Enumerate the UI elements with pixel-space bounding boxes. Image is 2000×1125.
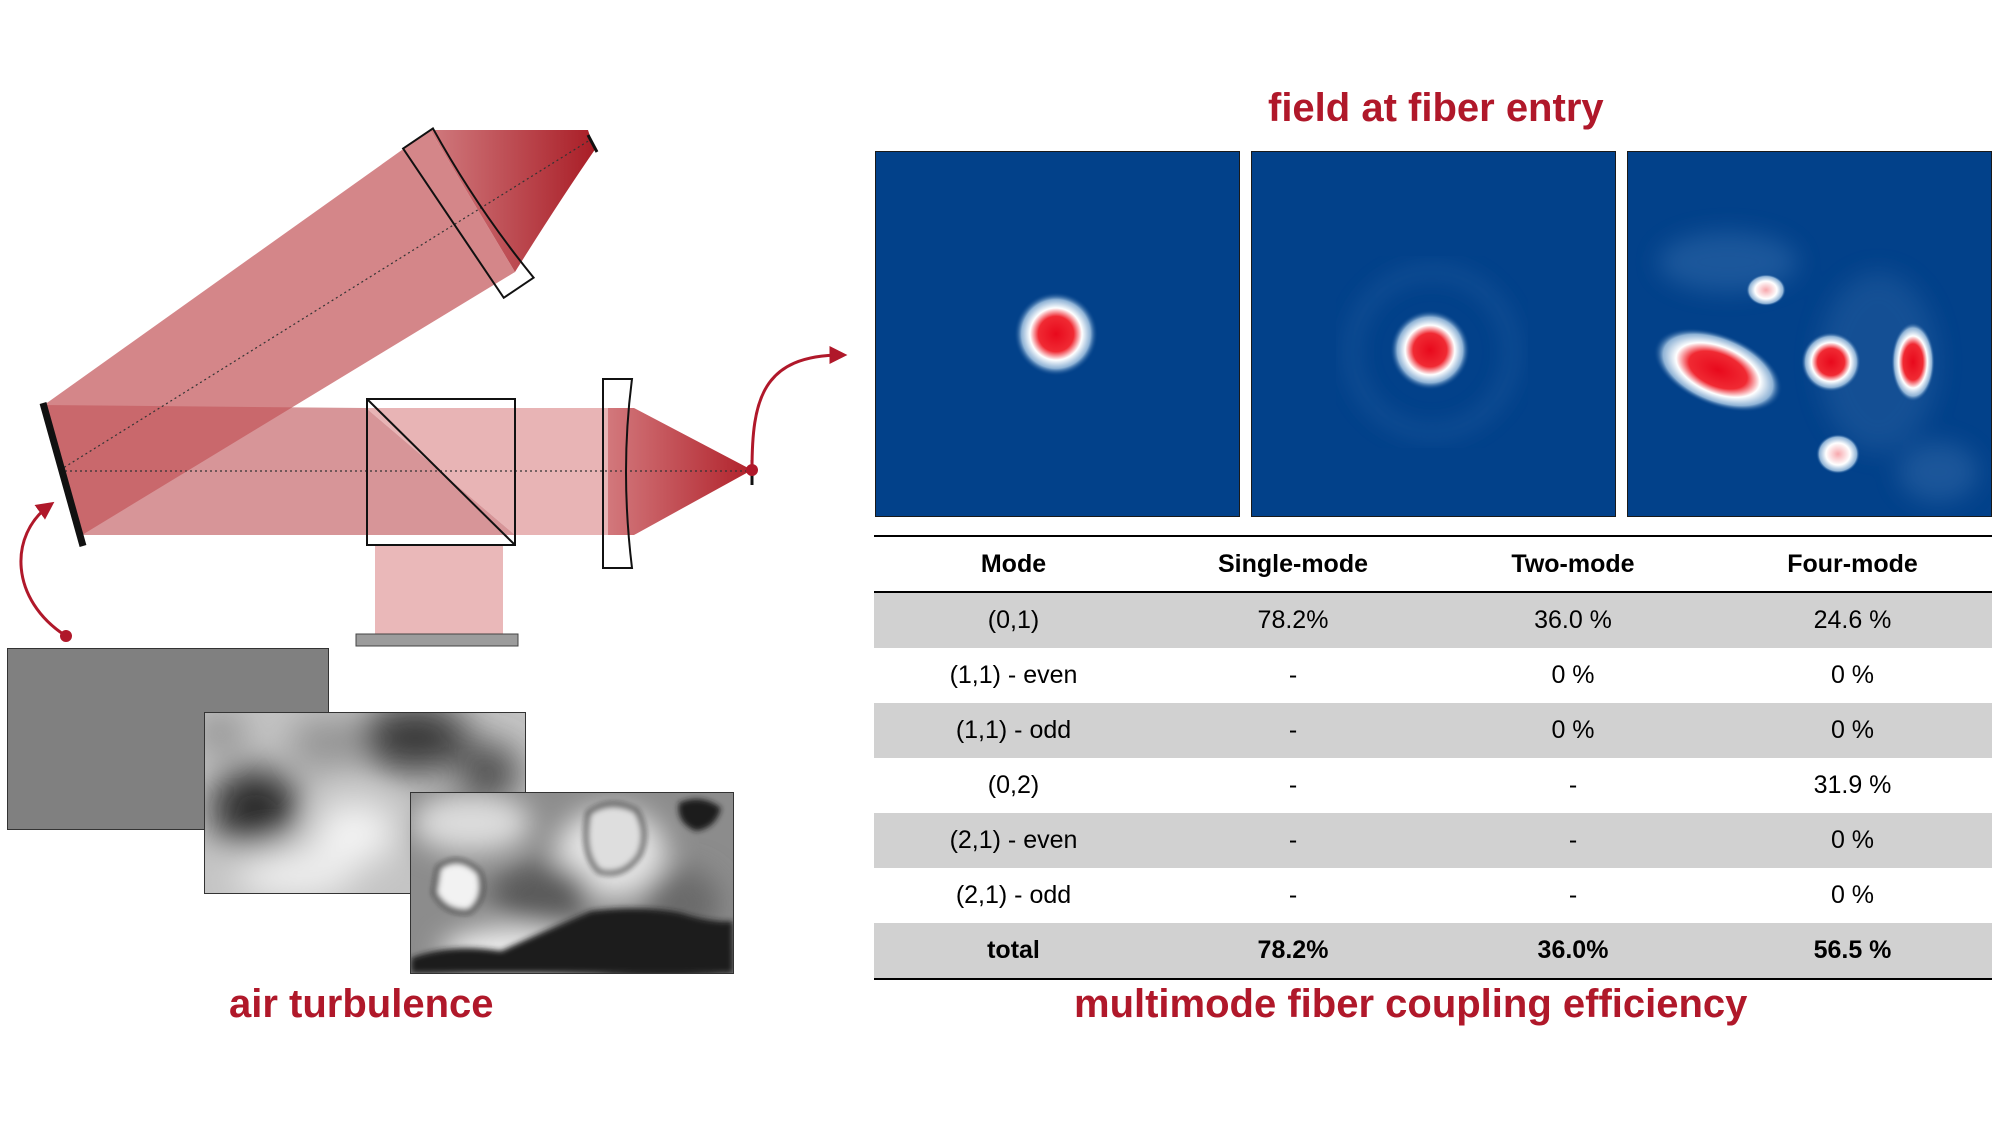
table-cell: - (1288, 826, 1298, 854)
field-panel-four-mode (1627, 151, 1992, 517)
table-header-row: Mode Single-mode Two-mode Four-mode (874, 536, 1992, 593)
beam-splitter-diagonal (366, 398, 516, 546)
table-row: (2,1) - even - - 0 % (874, 813, 1992, 868)
sensor-plate (355, 633, 519, 647)
table-cell: (1,1) - even (949, 661, 1078, 689)
beam-to-sensor (375, 545, 503, 635)
phase-screen-wrapped (410, 792, 734, 974)
table-cell: 0 % (1830, 661, 1875, 689)
phase-screen-wrapped-image (411, 793, 733, 973)
top-detector (586, 134, 599, 153)
field-image-four-mode (1628, 152, 1991, 516)
table-cell: 0 % (1830, 826, 1875, 854)
table-cell: (0,1) (987, 606, 1040, 634)
table-cell: 56.5 % (1813, 936, 1892, 964)
table-cell: (0,2) (987, 771, 1040, 799)
header-single-mode: Single-mode (1153, 536, 1433, 593)
table-cell: - (1568, 771, 1578, 799)
field-image-two-mode (1252, 152, 1615, 516)
table-row: (1,1) - even - 0 % 0 % (874, 648, 1992, 703)
caption-field-at-fiber-entry: field at fiber entry (1268, 86, 1604, 130)
table-cell: (1,1) - odd (955, 716, 1072, 744)
table-cell: 24.6 % (1813, 606, 1892, 634)
phase-screen-turbulent-image (205, 713, 525, 893)
field-image-single-mode (876, 152, 1239, 516)
table-row: (2,1) - odd - - 0 % (874, 868, 1992, 923)
axis-diagonal (59, 139, 591, 471)
lens-right (602, 378, 634, 569)
optical-setup-diagram (19, 126, 848, 647)
table-cell: 0 % (1830, 716, 1875, 744)
beam-splitter-cube (366, 398, 516, 546)
table-cell: - (1288, 661, 1298, 689)
arrow-fiber-to-field (750, 346, 848, 471)
field-panel-single-mode (875, 151, 1240, 517)
header-mode: Mode (874, 536, 1153, 593)
table-row: (1,1) - odd - 0 % 0 % (874, 703, 1992, 758)
table-cell: 36.0 % (1534, 606, 1612, 634)
beam-focus-top (430, 130, 596, 272)
table-cell: 78.2% (1257, 936, 1329, 964)
table-cell: 0 % (1551, 716, 1595, 744)
table-cell: 36.0% (1537, 936, 1609, 964)
table-cell: (2,1) - even (949, 826, 1078, 854)
header-four-mode: Four-mode (1713, 536, 1992, 593)
field-panel-two-mode (1251, 151, 1616, 517)
lens-top (401, 126, 536, 300)
header-two-mode: Two-mode (1433, 536, 1713, 593)
table-cell: 78.2% (1257, 606, 1329, 634)
table-cell: total (987, 936, 1040, 964)
table-cell: - (1568, 826, 1578, 854)
table-cell: - (1288, 771, 1298, 799)
coupling-efficiency-table: Mode Single-mode Two-mode Four-mode (0,1… (874, 535, 1992, 980)
table-cell: - (1288, 881, 1298, 909)
table-cell: - (1288, 716, 1298, 744)
table-cell: 0 % (1830, 881, 1875, 909)
table-cell: 0 % (1551, 661, 1595, 689)
beam-diagonal (44, 130, 515, 535)
caption-air-turbulence: air turbulence (229, 982, 494, 1026)
phase-screen-turbulent (204, 712, 526, 894)
table-row: (0,1) 78.2% 36.0 % 24.6 % (874, 592, 1992, 648)
arrow-turbulence-to-mirror (19, 501, 67, 638)
table-cell: (2,1) - odd (955, 881, 1072, 909)
table-row-total: total 78.2% 36.0% 56.5 % (874, 923, 1992, 979)
deformable-mirror (39, 402, 87, 547)
caption-coupling-efficiency: multimode fiber coupling efficiency (1074, 982, 1748, 1026)
table-row: (0,2) - - 31.9 % (874, 758, 1992, 813)
table-cell: 31.9 % (1813, 771, 1892, 799)
table-cell: - (1568, 881, 1578, 909)
